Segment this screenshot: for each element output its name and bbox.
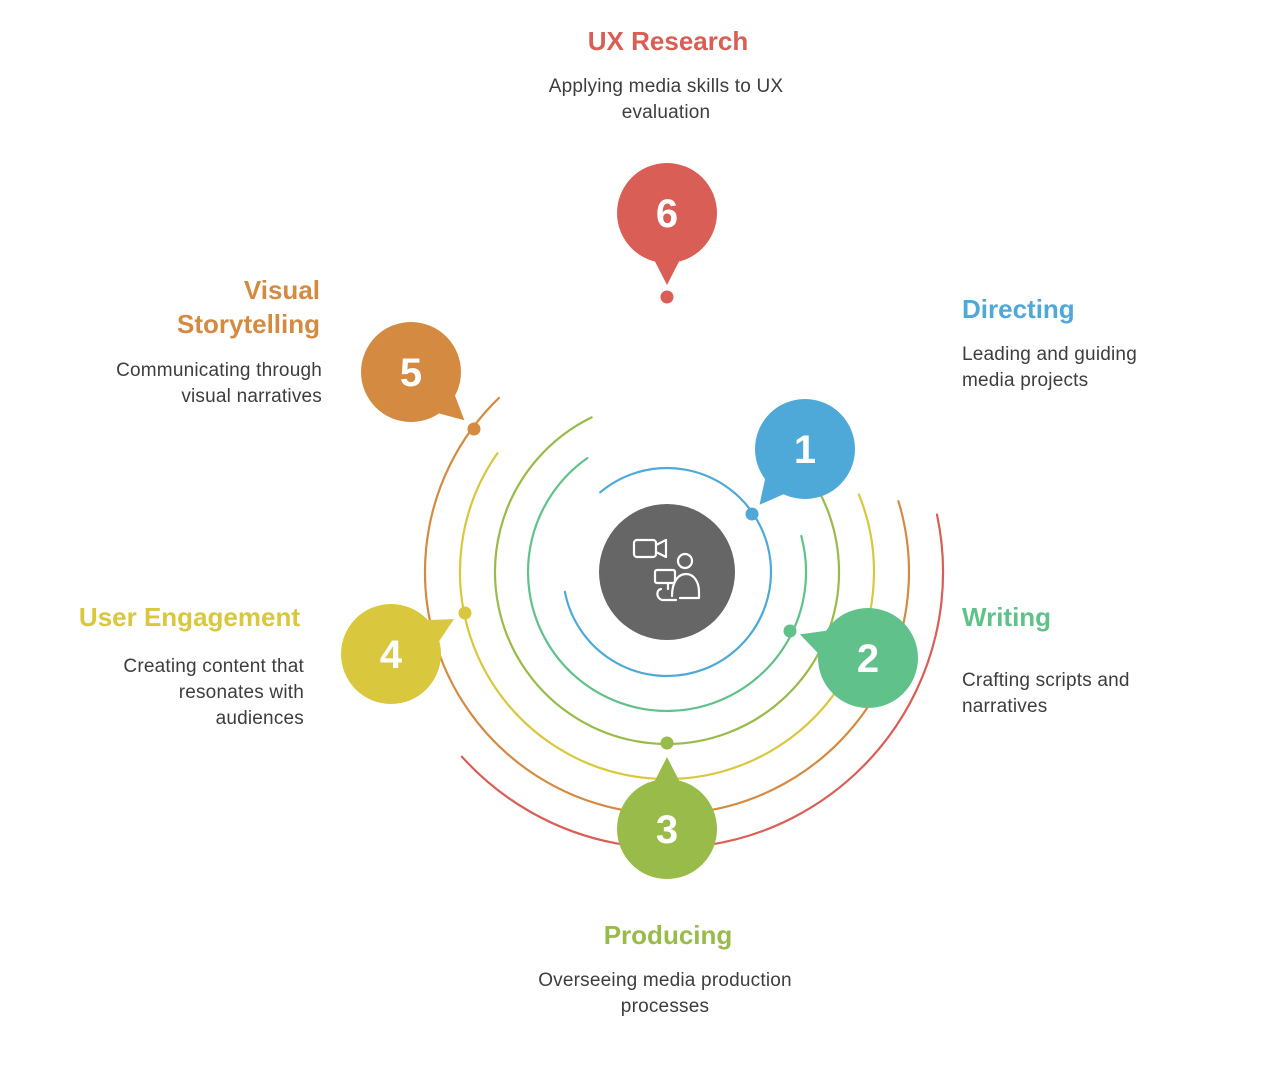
step-2-description: Crafting scripts and narratives: [962, 670, 1130, 717]
directing-ring-arc: [563, 466, 773, 678]
step-6-marker: 6: [617, 163, 717, 304]
step-6-pointer: [652, 256, 682, 285]
step-2-bubble: [818, 608, 918, 708]
step-1-marker: 1: [745, 399, 855, 521]
step-4-description: Creating content that resonates with aud…: [123, 656, 304, 729]
step-5-dot: [467, 422, 481, 436]
step-4-number: 4: [380, 633, 403, 677]
step-5-number: 5: [400, 351, 422, 395]
step-6-dot: [660, 290, 674, 304]
step-4-title: User Engagement: [78, 602, 300, 632]
step-3-number: 3: [656, 808, 678, 852]
step-2-number: 2: [857, 637, 879, 681]
step-6-description: Applying media skills to UX evaluation: [548, 76, 784, 123]
step-5-pointer: [433, 390, 465, 421]
step-1-dot: [745, 507, 759, 521]
step-4-dot: [458, 606, 472, 620]
step-2-dot: [783, 624, 797, 638]
center-hub: [599, 504, 735, 640]
step-5-title: Visual Storytelling: [176, 275, 320, 339]
step-3-dot: [660, 736, 674, 750]
step-1-number: 1: [794, 428, 816, 472]
research-ring-arc: [460, 513, 945, 850]
step-5-bubble: [361, 322, 461, 422]
step-6-title: UX Research: [587, 26, 749, 56]
step-2-marker: 2: [783, 608, 918, 708]
step-1-bubble: [755, 399, 855, 499]
step-3-description: Overseeing media production processes: [538, 970, 792, 1017]
step-6-bubble: [617, 163, 717, 263]
step-3-bubble: [617, 779, 717, 879]
step-markers: 1 2 3 4 5 6: [341, 163, 918, 879]
step-3-title: Producing: [603, 920, 733, 950]
step-1-title: Directing: [962, 294, 1075, 324]
step-3-marker: 3: [617, 736, 717, 879]
step-1-pointer: [759, 473, 789, 505]
video-call-person-laptop-icon: [632, 538, 701, 602]
step-1-description: Leading and guiding media projects: [962, 344, 1137, 391]
step-4-marker: 4: [341, 604, 472, 704]
step-6-number: 6: [656, 192, 678, 236]
step-2-title: Writing: [962, 602, 1052, 632]
hub-circle: [599, 504, 735, 640]
step-5-marker: 5: [361, 322, 481, 436]
step-5-description: Communicating through visual narratives: [116, 360, 322, 407]
producing-ring-arc: [493, 416, 841, 746]
step-4-bubble: [341, 604, 441, 704]
step-3-pointer: [652, 757, 682, 786]
